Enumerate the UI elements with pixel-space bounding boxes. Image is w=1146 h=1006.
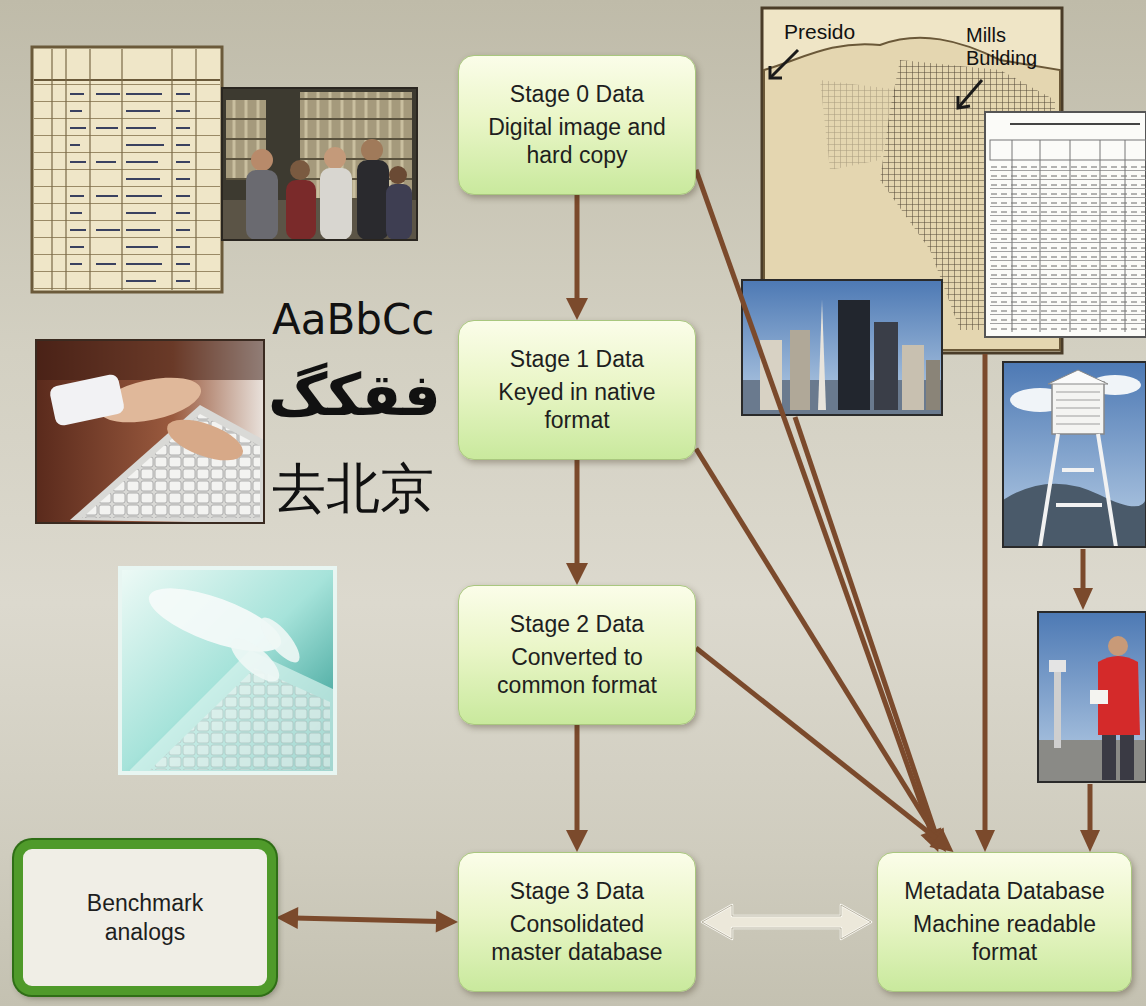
box-text: Digital image and hard copy bbox=[477, 113, 677, 171]
flow-arrow bbox=[566, 725, 588, 852]
box-text: Machine readable format bbox=[896, 910, 1113, 968]
box-text: Converted to common format bbox=[477, 643, 677, 701]
box-heading: Stage 1 Data bbox=[510, 345, 644, 374]
register-sheet bbox=[985, 112, 1146, 337]
ledger-photo bbox=[32, 47, 222, 292]
flow-arrow bbox=[696, 648, 954, 852]
weather-station-photo bbox=[1003, 362, 1146, 547]
box-heading: Metadata Database bbox=[904, 877, 1105, 906]
keyboard-photo bbox=[120, 568, 335, 773]
box-text: Consolidated master database bbox=[477, 910, 677, 968]
double-arrow bbox=[702, 905, 871, 939]
typing-photo bbox=[36, 340, 264, 523]
archive-photo bbox=[222, 88, 417, 240]
database-box: Metadata DatabaseMachine readable format bbox=[877, 852, 1132, 992]
skyline-photo bbox=[742, 280, 942, 415]
photo-arrowhead bbox=[975, 588, 1100, 852]
benchmark-box: Benchmark analogs bbox=[14, 840, 276, 995]
process-box: Stage 3 DataConsolidated master database bbox=[458, 852, 696, 992]
box-text: Benchmark analogs bbox=[75, 889, 215, 947]
map-label: Presido bbox=[784, 20, 855, 44]
map-label: Mills Building bbox=[966, 24, 1062, 70]
box-heading: Stage 0 Data bbox=[510, 80, 644, 109]
double-arrow bbox=[276, 907, 458, 932]
flow-arrow bbox=[696, 170, 941, 852]
box-heading: Stage 2 Data bbox=[510, 610, 644, 639]
script-sample: AaBbCc bbox=[272, 296, 434, 344]
script-sample: 去北京 bbox=[272, 458, 434, 520]
box-heading: Stage 3 Data bbox=[510, 877, 644, 906]
process-box: Stage 1 DataKeyed in native format bbox=[458, 320, 696, 460]
process-box: Stage 2 DataConverted to common format bbox=[458, 585, 696, 725]
process-box: Stage 0 DataDigital image and hard copy bbox=[458, 55, 696, 195]
flow-arrow bbox=[566, 460, 588, 585]
flow-arrow bbox=[566, 195, 588, 320]
observer-photo bbox=[1038, 612, 1146, 782]
script-sample: فقکگ bbox=[268, 362, 441, 429]
flow-arrow bbox=[696, 449, 946, 852]
box-text: Keyed in native format bbox=[477, 378, 677, 436]
